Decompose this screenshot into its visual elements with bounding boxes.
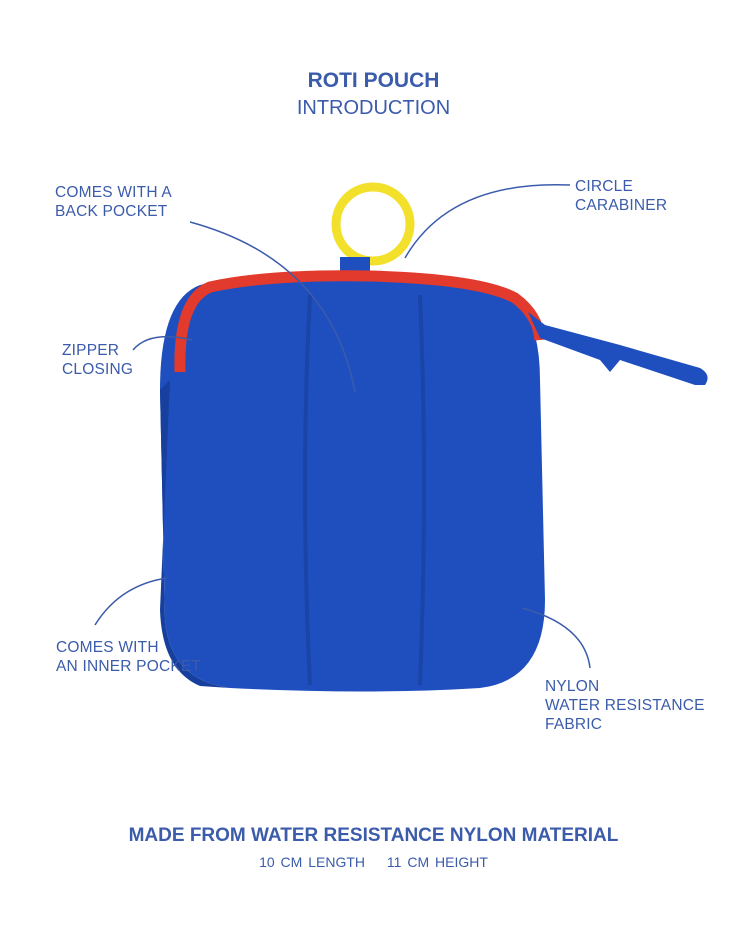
callout-text: NYLON	[545, 678, 600, 695]
length-text: 10 CM LENGTH	[259, 854, 366, 870]
callout-line-carabiner	[404, 183, 571, 259]
callout-text: WATER RESISTANCE	[545, 697, 705, 714]
callout-text: COMES WITH	[56, 639, 159, 656]
callout-text: AN INNER POCKET	[56, 658, 202, 675]
callout-line-fabric	[521, 607, 591, 669]
callout-fabric: NYLON WATER RESISTANCE FABRIC	[545, 677, 705, 734]
callout-zipper: ZIPPER CLOSING	[62, 341, 133, 379]
height-text: 11 CM HEIGHT	[386, 854, 488, 870]
callout-text: COMES WITH A	[55, 184, 172, 201]
pouch-side-shade	[160, 380, 230, 688]
dimensions: 10 CM LENGTH 11 CM HEIGHT	[0, 854, 747, 871]
callout-carabiner: CIRCLE CARABINER	[575, 177, 667, 215]
callout-text: ZIPPER	[62, 342, 120, 359]
callout-text: FABRIC	[545, 716, 603, 733]
callout-text: BACK POCKET	[55, 203, 168, 220]
material-heading: MADE FROM WATER RESISTANCE NYLON MATERIA…	[128, 825, 619, 846]
callout-line-inner-pocket	[94, 577, 168, 626]
callout-text: CLOSING	[62, 361, 134, 378]
zipper	[174, 270, 546, 373]
callout-line-back-pocket	[189, 221, 356, 393]
page-subtitle: INTRODUCTION	[296, 97, 451, 119]
callout-line-zipper	[132, 335, 193, 351]
ring-tab	[340, 257, 370, 273]
quilt-seams	[303, 294, 426, 686]
carabiner-ring	[331, 182, 415, 266]
callout-text: CIRCLE	[575, 178, 634, 195]
page-title: ROTI POUCH	[307, 69, 440, 92]
callout-back-pocket: COMES WITH A BACK POCKET	[55, 183, 172, 221]
callout-inner-pocket: COMES WITH AN INNER POCKET	[56, 638, 201, 676]
pouch-body	[160, 274, 545, 692]
callout-text: CARABINER	[575, 197, 668, 214]
callout-lines	[94, 183, 591, 669]
zipper-pull	[528, 312, 708, 385]
